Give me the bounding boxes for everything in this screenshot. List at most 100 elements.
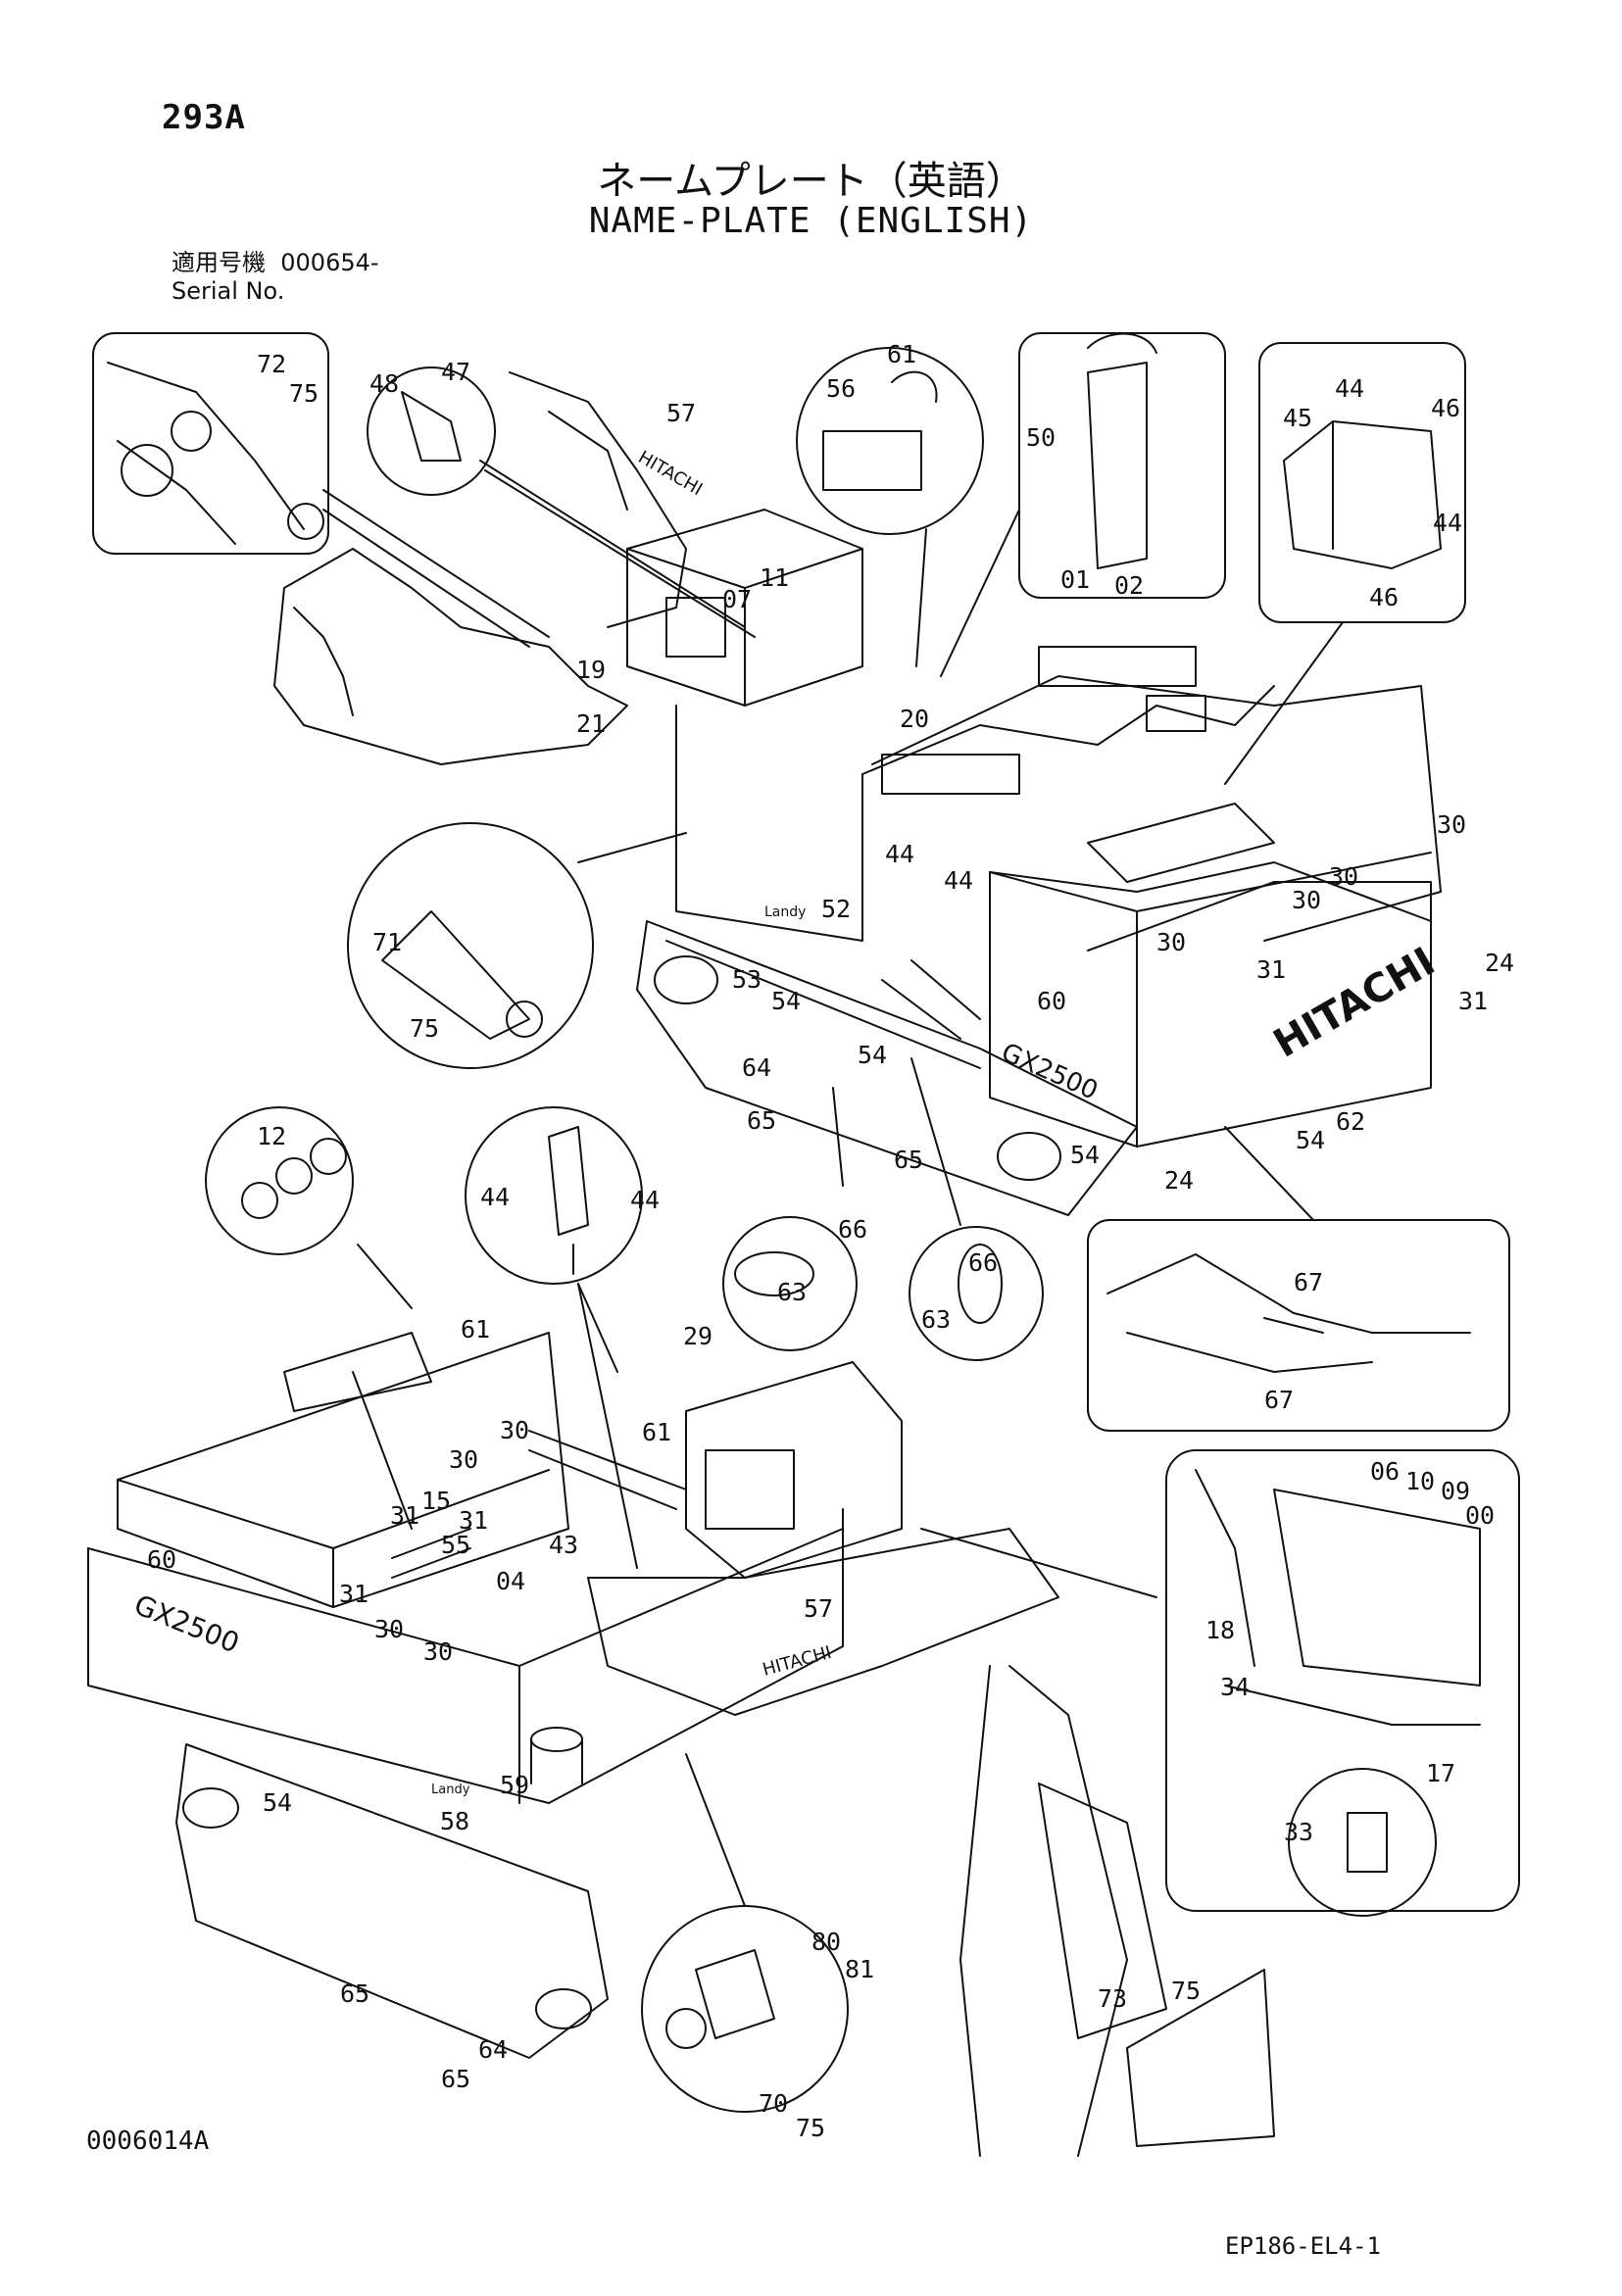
- page-title-english: NAME-PLATE (ENGLISH): [588, 201, 1034, 241]
- detail-box-50: [1018, 332, 1226, 599]
- callout-label-30: 30: [423, 1637, 453, 1666]
- callout-label-47: 47: [441, 358, 470, 386]
- callout-label-43: 43: [549, 1531, 578, 1559]
- callout-label-66: 66: [838, 1215, 867, 1244]
- callout-label-56: 56: [826, 374, 856, 403]
- upper-excavator-illustration: HITACHI GX2500 HITACHI Landy: [273, 371, 1443, 1216]
- callout-label-30: 30: [1156, 928, 1186, 956]
- detail-box-dashboard: [1165, 1449, 1520, 1912]
- callout-label-75: 75: [410, 1014, 439, 1043]
- hitachi-logo-boom: HITACHI: [635, 447, 707, 500]
- callout-label-65: 65: [747, 1106, 776, 1135]
- callout-label-44: 44: [1433, 509, 1462, 537]
- callout-label-10: 10: [1405, 1467, 1435, 1495]
- serial-label-english: Serial No.: [172, 277, 285, 305]
- callout-label-30: 30: [1437, 810, 1466, 839]
- callout-label-46: 46: [1431, 394, 1460, 422]
- callout-label-57: 57: [804, 1594, 833, 1623]
- callout-label-65: 65: [894, 1146, 923, 1174]
- callout-label-64: 64: [742, 1053, 771, 1082]
- callout-label-31: 31: [339, 1580, 369, 1608]
- callout-label-60: 60: [1037, 987, 1066, 1015]
- callout-label-62: 62: [1336, 1107, 1365, 1136]
- model-logo-lower: GX2500: [129, 1588, 243, 1660]
- detail-circle-12: [205, 1106, 354, 1255]
- callout-label-09: 09: [1441, 1477, 1470, 1505]
- callout-label-61: 61: [642, 1418, 671, 1446]
- callout-label-06: 06: [1370, 1457, 1400, 1486]
- callout-label-44: 44: [944, 866, 973, 895]
- model-logo-upper: GX2500: [997, 1038, 1102, 1106]
- callout-label-67: 67: [1264, 1386, 1294, 1414]
- callout-label-29: 29: [683, 1322, 713, 1350]
- callout-label-31: 31: [390, 1501, 419, 1530]
- callout-label-01: 01: [1060, 565, 1090, 594]
- callout-label-48: 48: [369, 369, 399, 398]
- callout-label-44: 44: [630, 1186, 660, 1214]
- callout-label-33: 33: [1284, 1818, 1313, 1846]
- callout-label-66: 66: [968, 1248, 998, 1277]
- callout-label-57: 57: [666, 399, 696, 427]
- callout-label-19: 19: [576, 656, 606, 684]
- callout-label-67: 67: [1294, 1268, 1323, 1296]
- callout-label-54: 54: [1070, 1141, 1100, 1169]
- callout-label-00: 00: [1465, 1501, 1495, 1530]
- callout-label-44: 44: [885, 840, 914, 868]
- detail-box-72: [92, 332, 329, 555]
- detail-circle-44-lower: [465, 1106, 643, 1285]
- callout-label-17: 17: [1426, 1759, 1455, 1787]
- callout-label-21: 21: [576, 709, 606, 738]
- callout-label-61: 61: [887, 340, 916, 368]
- callout-label-65: 65: [441, 2065, 470, 2093]
- lower-excavator-illustration: GX2500 HITACHI Landy: [87, 1332, 1275, 2157]
- callout-label-70: 70: [759, 2089, 788, 2118]
- callout-label-07: 07: [722, 585, 752, 613]
- callout-label-65: 65: [340, 1979, 369, 2008]
- detail-box-44: [1258, 342, 1466, 623]
- callout-label-54: 54: [1296, 1126, 1325, 1154]
- detail-bubbles-upper: [92, 332, 1510, 1432]
- callout-label-58: 58: [440, 1807, 469, 1835]
- hitachi-logo-lower: HITACHI: [761, 1642, 834, 1681]
- callout-label-45: 45: [1283, 404, 1312, 432]
- callout-label-52: 52: [821, 895, 851, 923]
- landy-logo-lower: Landy: [431, 1783, 470, 1797]
- callout-label-54: 54: [263, 1788, 292, 1817]
- figure-code: 0006014A: [86, 2126, 210, 2156]
- callout-label-31: 31: [1256, 955, 1286, 984]
- callout-label-71: 71: [372, 928, 402, 956]
- callout-label-63: 63: [777, 1278, 807, 1306]
- detail-circle-33: [1288, 1768, 1437, 1917]
- callout-label-31: 31: [1458, 987, 1488, 1015]
- hitachi-logo-upper: HITACHI: [1266, 939, 1443, 1066]
- page-title-japanese: ネームプレート（英語）: [597, 159, 1025, 204]
- callout-label-75: 75: [1171, 1977, 1201, 2005]
- landy-logo-upper: Landy: [764, 904, 806, 920]
- callout-label-54: 54: [771, 987, 801, 1015]
- callout-label-80: 80: [811, 1928, 841, 1956]
- callout-label-18: 18: [1205, 1616, 1235, 1644]
- callout-label-72: 72: [257, 350, 286, 378]
- callout-label-59: 59: [500, 1771, 529, 1799]
- callout-label-73: 73: [1098, 1984, 1127, 2013]
- callout-label-30: 30: [374, 1615, 404, 1643]
- callout-label-75: 75: [796, 2114, 825, 2142]
- callout-label-54: 54: [858, 1041, 887, 1069]
- detail-circle-56: [796, 347, 984, 535]
- callout-label-46: 46: [1369, 583, 1399, 611]
- callout-label-20: 20: [900, 705, 929, 733]
- detail-circle-48: [367, 366, 496, 496]
- callout-label-31: 31: [459, 1506, 488, 1535]
- page-code: EP186-EL4-1: [1225, 2232, 1381, 2260]
- detail-circle-66-b: [909, 1226, 1044, 1361]
- callout-label-30: 30: [449, 1445, 478, 1474]
- callout-label-02: 02: [1114, 571, 1144, 600]
- detail-circle-66: [722, 1216, 858, 1351]
- callout-label-30: 30: [1329, 862, 1358, 891]
- callout-label-64: 64: [478, 2035, 508, 2064]
- callout-label-24: 24: [1164, 1166, 1194, 1195]
- callout-label-55: 55: [441, 1531, 470, 1559]
- serial-number-block: 適用号機 000654- Serial No.: [172, 249, 379, 306]
